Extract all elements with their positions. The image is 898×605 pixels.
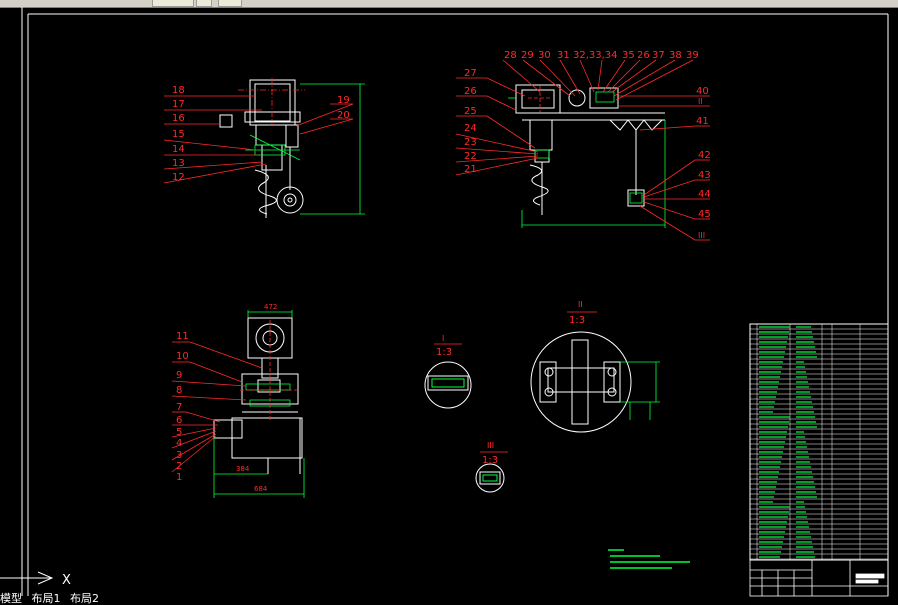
- top-view: 11 10 9 8 7 6 5 4 3 2 1 472 384 684: [171, 303, 305, 498]
- part-label: 4: [176, 438, 182, 449]
- dimension-text: 472: [264, 303, 277, 311]
- part-label: 30: [538, 50, 551, 61]
- part-label: 26: [637, 50, 650, 61]
- part-label: 5: [176, 427, 182, 438]
- dimension-text: 384: [236, 465, 250, 473]
- part-label: 43: [698, 170, 711, 181]
- part-label: 28: [504, 50, 517, 61]
- part-label: 19: [337, 95, 350, 106]
- part-label: 41: [696, 116, 709, 127]
- part-label: 23: [464, 137, 477, 148]
- detail-scale: 1:3: [482, 455, 498, 466]
- part-label: 13: [172, 158, 185, 169]
- part-label: 8: [176, 385, 182, 396]
- part-label: 24: [464, 123, 477, 134]
- part-label: 9: [176, 370, 182, 381]
- part-label: 37: [652, 50, 665, 61]
- tab-layout2[interactable]: 布局2: [70, 592, 99, 605]
- toolbar-strip: [0, 0, 898, 8]
- part-label: 38: [669, 50, 682, 61]
- detail-I: I 1:3: [424, 334, 472, 409]
- front-view: 18 17 16 15 14 13 12 19 20: [163, 78, 365, 218]
- technical-notes: [608, 549, 690, 569]
- drawing-frame: [21, 7, 889, 596]
- part-label: 40: [696, 86, 709, 97]
- part-label: 31: [557, 50, 570, 61]
- part-label: 45: [698, 209, 711, 220]
- ucs-x-label: X: [62, 573, 71, 588]
- part-label: 12: [172, 172, 185, 183]
- part-label: 35: [622, 50, 635, 61]
- part-label: 6: [176, 415, 182, 426]
- part-label: 17: [172, 99, 185, 110]
- part-label: 27: [464, 68, 477, 79]
- part-label: 18: [172, 85, 185, 96]
- detail-II: II 1:3: [530, 300, 660, 433]
- part-label: 22: [464, 151, 477, 162]
- toolbar-tab[interactable]: [152, 0, 194, 7]
- parts-list-table: [749, 323, 889, 561]
- part-label: 11: [176, 331, 189, 342]
- part-label: 7: [176, 402, 182, 413]
- part-label: 26: [464, 86, 477, 97]
- part-label: 44: [698, 189, 711, 200]
- part-label: 15: [172, 129, 185, 140]
- part-label: 2: [176, 461, 182, 472]
- detail-roman: II: [578, 300, 583, 309]
- part-label: 10: [176, 351, 189, 362]
- part-label: 32,33,34: [573, 50, 618, 61]
- part-label: 39: [686, 50, 699, 61]
- part-label: 20: [337, 110, 350, 121]
- part-label: 3: [176, 450, 182, 461]
- detail-scale: 1:3: [569, 315, 585, 326]
- part-label: III: [698, 231, 705, 240]
- ucs-axis-icon: [0, 568, 54, 596]
- tab-model[interactable]: 模型: [0, 592, 22, 605]
- dimension-text: 684: [254, 485, 268, 493]
- detail-III: III 1:3: [475, 441, 508, 493]
- tab-layout1[interactable]: 布局1: [31, 592, 61, 605]
- detail-roman: III: [487, 441, 494, 450]
- detail-scale: 1:3: [436, 347, 452, 358]
- part-label: 25: [464, 106, 477, 117]
- detail-roman: I: [442, 334, 444, 343]
- toolbar-tab[interactable]: [196, 0, 212, 7]
- toolbar-tab[interactable]: [218, 0, 242, 7]
- part-label: 1: [176, 472, 182, 483]
- part-label: 21: [464, 164, 477, 175]
- title-block: [749, 559, 889, 597]
- drawing-canvas[interactable]: 18 17 16 15 14 13 12 19 20: [0, 7, 898, 604]
- part-label: II: [698, 97, 703, 106]
- part-label: 42: [698, 150, 711, 161]
- part-label: 14: [172, 144, 185, 155]
- part-label: 29: [521, 50, 534, 61]
- layout-tabs: 模型 布局1 布局2: [0, 592, 200, 605]
- side-view: 27 26 25 24 23 22 21 28 29 30 31 32,33,3…: [455, 50, 711, 241]
- part-label: 16: [172, 113, 185, 124]
